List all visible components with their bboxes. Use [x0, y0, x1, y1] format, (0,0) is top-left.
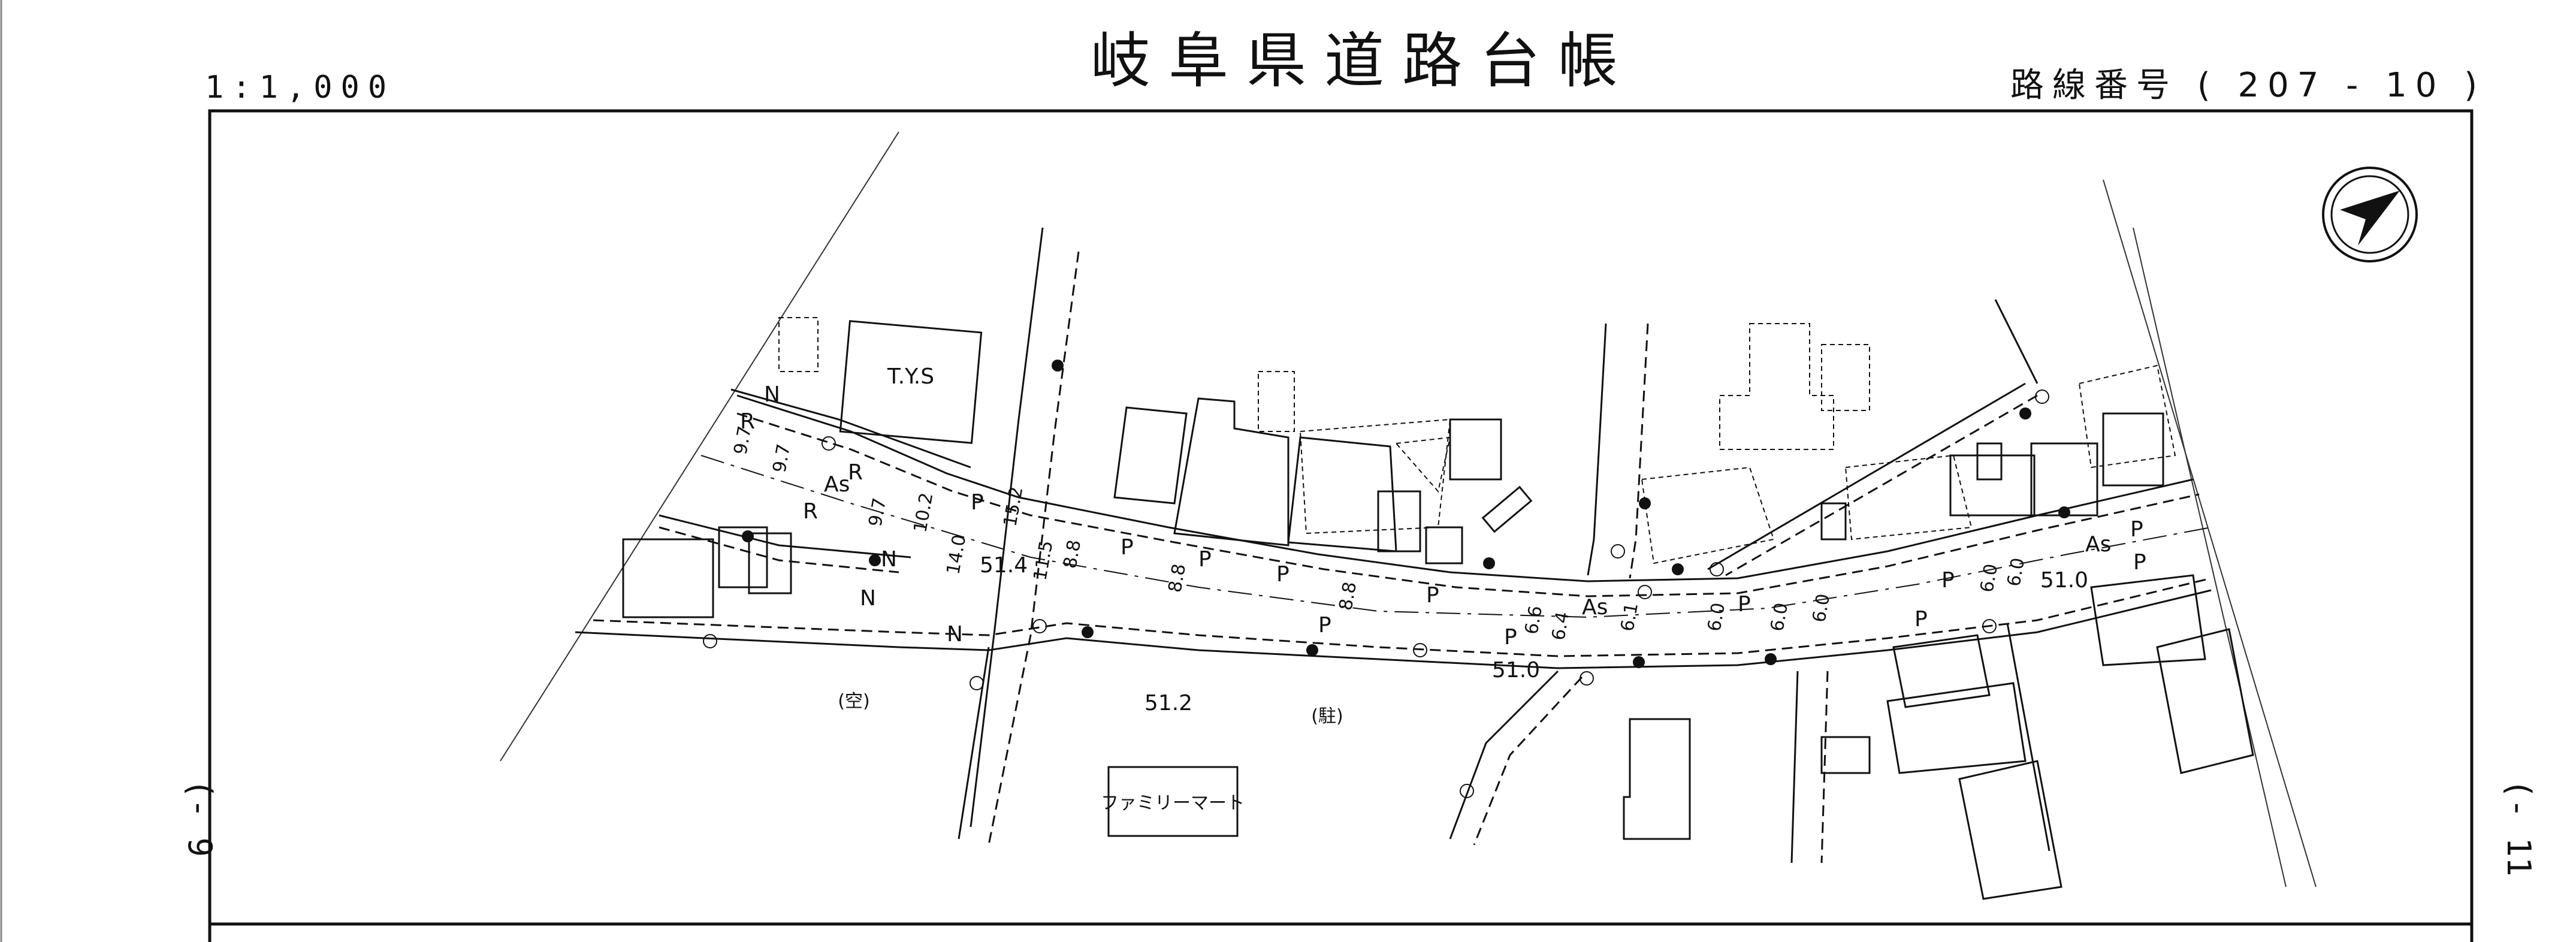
utility-pole-marker: [1483, 557, 1495, 569]
road-width-label: 11.5: [1029, 539, 1057, 582]
side-roads: [958, 227, 2050, 864]
road-width-label: 8.8: [1059, 538, 1085, 570]
surface-code-label: R: [740, 409, 755, 434]
surface-code-label: P: [1738, 592, 1751, 617]
utility-pole-marker: [1639, 497, 1651, 509]
surface-code-label: N: [947, 622, 963, 647]
road-width-label: 14.0: [943, 533, 970, 576]
surface-code-label: P: [1941, 568, 1955, 593]
road-width-label: 6.0: [1704, 601, 1729, 633]
road-width-label: 8.8: [1164, 562, 1190, 594]
utility-pole-marker: [1306, 644, 1318, 656]
surface-code-label: P: [1318, 613, 1331, 638]
utility-pole-marker: [2058, 506, 2070, 518]
surface-code-label: P: [1198, 547, 1212, 572]
elevation-label: 51.2: [1144, 691, 1192, 715]
road-width-label: 9.7: [730, 424, 756, 456]
utility-pole-marker: [1633, 656, 1645, 668]
utility-pole-marker: [1672, 563, 1684, 575]
surface-code-label: As: [2085, 532, 2111, 557]
road-width-label: 9.7: [865, 496, 890, 528]
utility-pole-marker: [2019, 407, 2031, 419]
road-width-label: 9.7: [769, 442, 795, 474]
road-width-label: 6.0: [1808, 592, 1834, 624]
map-scale: 1:1,000: [205, 70, 395, 105]
surface-code-label: As: [824, 472, 850, 497]
parking-lot-label: (駐): [1311, 706, 1343, 727]
surface-code-label: P: [2133, 550, 2146, 575]
surface-code-label: N: [860, 586, 876, 611]
familymart-building: [1107, 766, 1239, 837]
road-width-label: 6.1: [1617, 601, 1642, 633]
road-width-label: 6.0: [1976, 562, 2002, 594]
surface-code-label: P: [2130, 517, 2143, 542]
surface-code-label: P: [1426, 583, 1439, 608]
buildings: [622, 317, 2254, 900]
utility-markers: [742, 360, 2070, 668]
vacant-lot-label: (空): [838, 691, 869, 712]
main-road: [575, 388, 2212, 669]
surface-code-label: N: [881, 547, 897, 572]
surface-code-label: R: [848, 460, 863, 485]
utility-pole-marker: [1765, 653, 1777, 665]
tys-label: T.Y.S: [887, 364, 934, 389]
road-width-label: 6.0: [2003, 556, 2029, 588]
route-prefix: 路線番号: [2010, 66, 2178, 105]
utility-pole-marker: [1082, 626, 1094, 638]
route-value: ( 207 - 10 ): [2197, 66, 2486, 105]
road-width-label: 6.0: [1766, 601, 1792, 633]
surface-code-label: P: [1504, 625, 1517, 650]
map-title: 岐阜県道路台帳: [1091, 26, 1636, 96]
utility-pole-marker: [1052, 360, 1064, 372]
elevation-label: 51.4: [980, 553, 1028, 578]
elevation-label: 51.0: [1492, 658, 1540, 683]
elevation-label: 51.0: [2040, 568, 2088, 593]
utility-pole-marker: [869, 554, 881, 566]
road-width-label: 8.8: [1335, 580, 1361, 612]
utility-pole-marker: [742, 530, 754, 542]
route-number: 路線番号 ( 207 - 10 ): [2010, 69, 2486, 102]
road-width-label: 6.4: [1548, 610, 1574, 642]
road-width-label: 6.6: [1521, 604, 1547, 636]
surface-code-label: P: [971, 490, 984, 515]
surface-code-label: P: [1914, 607, 1928, 632]
surface-code-label: N: [764, 382, 780, 407]
surface-code-label: P: [1121, 535, 1134, 560]
map-frame: [208, 109, 2474, 942]
road-width-labels: 9.7 9.7 9.7 10.2 14.0 15.2 11.5 8.8 8.8 …: [730, 424, 2029, 642]
surface-code-label: As: [1582, 595, 1608, 620]
familymart-label: ファミリーマート: [1101, 793, 1245, 814]
surface-code-label: P: [1276, 562, 1289, 587]
surface-code-label: R: [803, 499, 818, 524]
north-arrow-icon: [2322, 167, 2418, 262]
